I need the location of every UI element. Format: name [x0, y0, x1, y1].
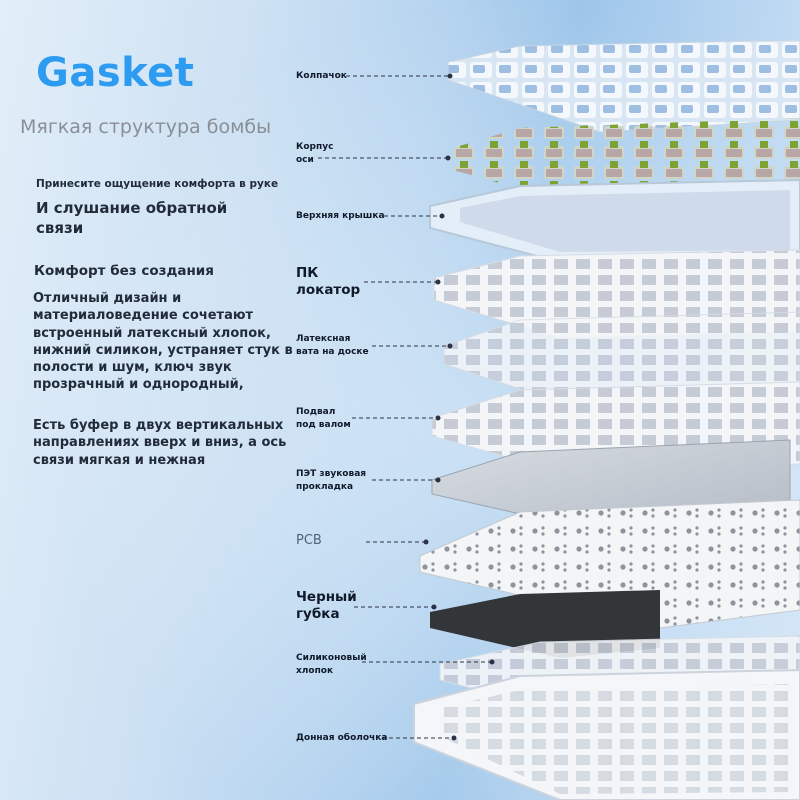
comfort-heading: Комфорт без создания	[34, 263, 214, 279]
label-pet-pad: ПЭТ звуковая прокладка	[296, 469, 367, 492]
label-shaft-foam: Подвал под валом	[296, 407, 351, 430]
label-keycap: Колпачок	[296, 71, 347, 81]
label-black-foam: Черный губка	[296, 589, 357, 622]
page-title: Gasket	[36, 50, 195, 96]
comfort-line: Принесите ощущение комфорта в руке	[36, 178, 279, 190]
description-paragraph-2: Есть буфер в двух вертикальных направлен…	[33, 418, 287, 468]
label-pc-plate: ПК локатор	[296, 265, 361, 298]
latex-foam	[443, 311, 800, 403]
pcb-layer	[419, 499, 800, 629]
label-bottom-shell: Донная оболочка	[296, 733, 388, 743]
feedback-line: И слушание обратной связи	[36, 199, 228, 237]
description-paragraph-1: Отличный дизайн и материаловедение сочет…	[33, 291, 293, 393]
label-switch-housing: Корпус оси	[296, 142, 334, 165]
label-pcb: PCB	[296, 533, 322, 548]
label-silicone-cotton: Силиконовый хлопок	[296, 653, 367, 676]
switch-layer	[446, 118, 800, 200]
page-subtitle: Мягкая структура бомбы	[20, 116, 272, 138]
label-latex-foam: Латексная вата на доске	[296, 334, 369, 357]
keycap-layer	[447, 39, 800, 133]
label-top-case: Верхняя крышка	[296, 211, 385, 221]
